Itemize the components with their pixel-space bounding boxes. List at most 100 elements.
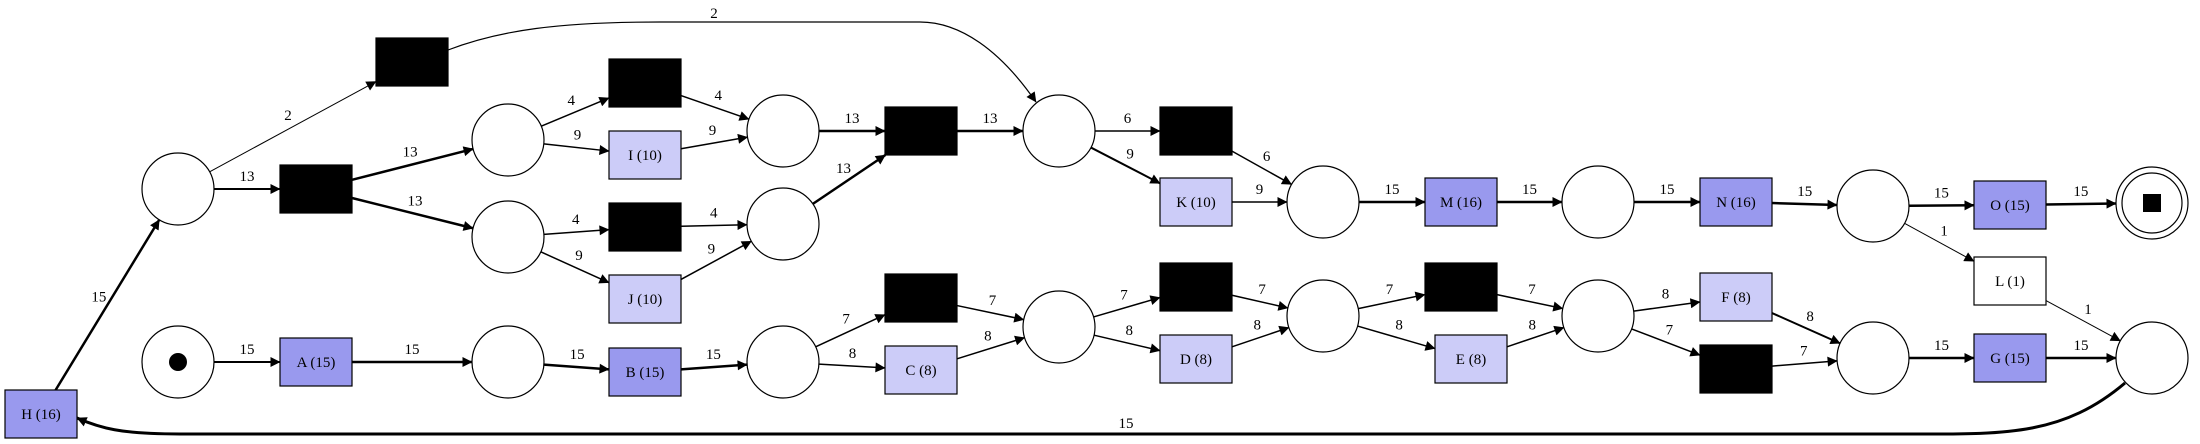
arc-D-p4 bbox=[1231, 325, 1290, 348]
arc-weight-p15-N: 15 bbox=[1660, 182, 1675, 198]
arc-p10-t8 bbox=[543, 225, 610, 236]
place-p6 bbox=[1836, 321, 1910, 395]
silent-transition-t8 bbox=[608, 202, 682, 252]
arc-weight-p2-t1: 7 bbox=[842, 312, 850, 328]
arc-weight-p3-D: 8 bbox=[1126, 323, 1134, 339]
transition-K bbox=[1159, 177, 1233, 227]
silent-transition-t9 bbox=[884, 106, 958, 156]
arc-weight-t6-p9: 13 bbox=[403, 145, 418, 161]
arc-weight-J-p13: 9 bbox=[708, 242, 716, 258]
place-p14 bbox=[1286, 165, 1360, 239]
transition-O bbox=[1973, 180, 2047, 230]
arc-weight-p14-M: 15 bbox=[1385, 182, 1400, 198]
arc-p11-K bbox=[1090, 146, 1161, 185]
transition-label-K: K (10) bbox=[1176, 195, 1216, 211]
arc-p2-C bbox=[818, 362, 886, 373]
arc-weight-p2-C: 8 bbox=[849, 346, 857, 362]
arc-F-p6 bbox=[1771, 312, 1841, 345]
transition-label-C: C (8) bbox=[905, 363, 936, 379]
arc-weight-p7-H: 15 bbox=[1119, 416, 1134, 432]
arc-weight-t6-p10: 13 bbox=[407, 193, 422, 209]
arc-weight-t10-p14: 6 bbox=[1263, 149, 1271, 165]
place-p1 bbox=[471, 325, 545, 399]
place-p4 bbox=[1286, 279, 1360, 353]
silent-transition-t2 bbox=[1159, 262, 1233, 312]
arc-I-p12 bbox=[680, 133, 749, 150]
arc-weight-G-p7: 15 bbox=[2074, 338, 2089, 354]
place-p12 bbox=[746, 94, 820, 168]
transition-M bbox=[1424, 177, 1498, 227]
arc-H-p8 bbox=[54, 219, 161, 391]
arc-weight-p13-t9: 13 bbox=[836, 161, 851, 177]
place-p2 bbox=[746, 325, 820, 399]
arc-B-p2 bbox=[680, 360, 748, 371]
transition-label-J: J (10) bbox=[628, 292, 663, 308]
arc-weight-B-p2: 15 bbox=[706, 347, 721, 363]
arc-t3-p5 bbox=[1496, 293, 1564, 312]
arc-weight-p16-O: 15 bbox=[1934, 186, 1949, 202]
transition-label-B: B (15) bbox=[626, 365, 665, 381]
arc-N-p16 bbox=[1771, 199, 1838, 210]
transition-label-H: H (16) bbox=[21, 407, 61, 423]
place-p3 bbox=[1022, 290, 1096, 364]
place-p16 bbox=[1836, 169, 1910, 243]
arc-weight-p8-t5: 2 bbox=[284, 108, 292, 124]
transition-label-O: O (15) bbox=[1990, 198, 2030, 214]
arc-weight-p9-t7: 4 bbox=[568, 93, 576, 109]
arc-weight-p1-B: 15 bbox=[570, 347, 585, 363]
transition-label-L: L (1) bbox=[1995, 274, 2025, 290]
place-p7 bbox=[2115, 321, 2189, 395]
arc-weight-p5-F: 8 bbox=[1662, 287, 1670, 303]
silent-transition-t3 bbox=[1424, 262, 1498, 312]
transition-label-I: I (10) bbox=[628, 148, 662, 164]
arc-weight-p10-t8: 4 bbox=[572, 212, 580, 228]
arc-t2-p4 bbox=[1231, 294, 1289, 311]
end-marker bbox=[2143, 194, 2161, 212]
transition-A bbox=[279, 337, 353, 387]
arc-weight-p5-t4: 7 bbox=[1666, 323, 1674, 339]
arc-t7-p12 bbox=[680, 94, 750, 121]
transition-label-G: G (15) bbox=[1990, 351, 2030, 367]
arc-p8-t5 bbox=[209, 81, 377, 173]
silent-transition-t5 bbox=[375, 37, 449, 87]
arc-weight-t7-p12: 4 bbox=[715, 88, 723, 104]
arc-weight-N-p16: 15 bbox=[1797, 184, 1812, 200]
transition-label-F: F (8) bbox=[1721, 290, 1751, 306]
arc-L-p7 bbox=[2045, 300, 2121, 342]
transition-E bbox=[1434, 334, 1508, 384]
arc-weight-H-p8: 15 bbox=[91, 290, 106, 306]
nodes: A (15)B (15)C (8)D (8)E (8)F (8)G (15)H … bbox=[4, 37, 2189, 439]
arc-p5-F bbox=[1633, 298, 1701, 312]
arc-weight-C-p3: 8 bbox=[984, 329, 992, 345]
arc-p9-t7 bbox=[540, 97, 610, 127]
arc-t6-p9 bbox=[351, 146, 474, 182]
arc-t1-p3 bbox=[956, 304, 1025, 323]
arc-J-p13 bbox=[680, 240, 752, 281]
arc-weight-K-p14: 9 bbox=[1256, 182, 1264, 198]
arc-p3-D bbox=[1093, 334, 1161, 354]
arc-weight-t4-p6: 7 bbox=[1800, 344, 1808, 360]
silent-transition-t10 bbox=[1159, 106, 1233, 156]
arc-weight-p8-t6: 13 bbox=[240, 169, 255, 185]
arc-p3-t2 bbox=[1093, 295, 1161, 318]
arc-weight-p3-t2: 7 bbox=[1120, 288, 1128, 304]
transition-I bbox=[608, 130, 682, 180]
arc-t4-p6 bbox=[1771, 356, 1838, 367]
silent-transition-t1 bbox=[884, 273, 958, 323]
transition-B bbox=[608, 347, 682, 397]
arc-p5-t4 bbox=[1631, 328, 1701, 357]
transition-label-D: D (8) bbox=[1180, 352, 1212, 368]
arc-O-p_end bbox=[2045, 198, 2117, 209]
arc-t8-p13 bbox=[680, 219, 748, 230]
arc-t10-p14 bbox=[1231, 150, 1293, 186]
arc-weight-p_start-A: 15 bbox=[240, 342, 255, 358]
arc-weight-p11-t10: 6 bbox=[1124, 111, 1132, 127]
arc-weight-p16-L: 1 bbox=[1940, 224, 1948, 240]
start-token bbox=[169, 353, 187, 371]
arc-p4-E bbox=[1357, 325, 1436, 351]
arc-weight-t5-p11: 2 bbox=[710, 6, 718, 22]
arc-weight-O-p_end: 15 bbox=[2073, 184, 2088, 200]
arc-weight-p4-t3: 7 bbox=[1386, 282, 1394, 298]
